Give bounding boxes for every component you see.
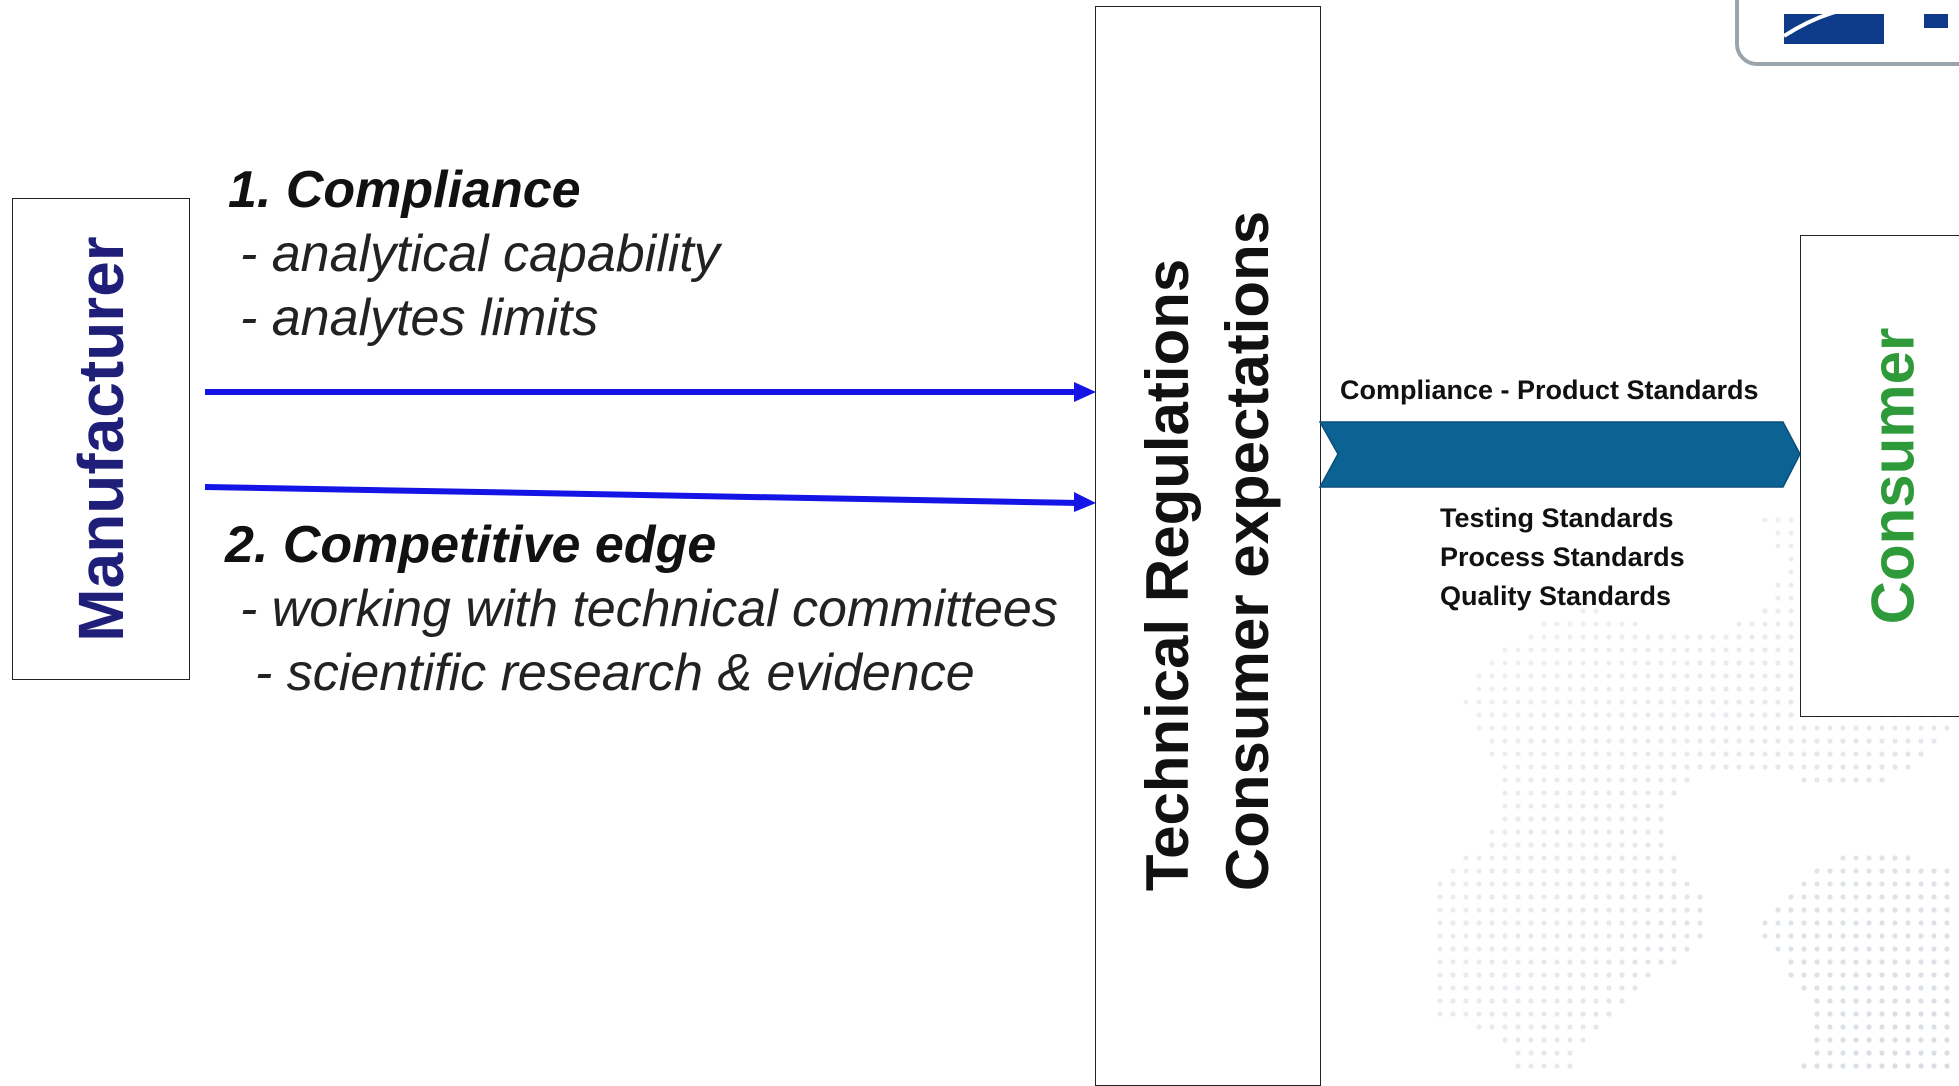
competitive-edge-bullet-2: - scientific research & evidence bbox=[255, 644, 975, 702]
process-standards-label: Process Standards bbox=[1440, 542, 1685, 572]
compliance-heading: 1. Compliance bbox=[228, 161, 581, 219]
compliance-bullet-1: - analytical capability bbox=[240, 225, 720, 283]
competitive-edge-arrow bbox=[204, 484, 1096, 512]
compliance-bullet-2: - analytes limits bbox=[240, 289, 599, 347]
consumer-box: Consumer bbox=[1800, 235, 1959, 717]
logo-badge bbox=[1735, 0, 1959, 66]
compliance-arrow bbox=[205, 382, 1096, 402]
testing-standards-label: Testing Standards bbox=[1440, 503, 1674, 533]
competitive-edge-bullet-1: - working with technical committees bbox=[240, 580, 1058, 638]
product-standards-label: Compliance - Product Standards bbox=[1340, 375, 1759, 405]
logo-emblem-icon bbox=[1782, 3, 1948, 44]
quality-standards-label: Quality Standards bbox=[1440, 581, 1672, 611]
competitive-edge-heading: 2. Competitive edge bbox=[225, 516, 717, 574]
regulation-box: Technical Regulations Consumer expectati… bbox=[1095, 6, 1321, 1086]
flow-chevron-arrow bbox=[1318, 421, 1801, 488]
manufacturer-box: Manufacturer bbox=[12, 198, 190, 680]
